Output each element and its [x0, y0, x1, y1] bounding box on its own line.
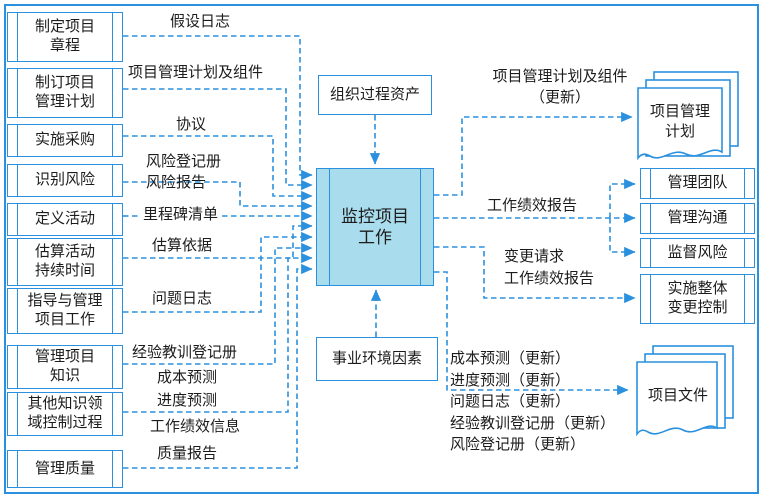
process-develop-pm-plan: 制订项目 管理计划 [7, 68, 123, 118]
label-work-performance-reports-2: 工作绩效报告 [504, 270, 595, 287]
process-direct-manage-work: 指导与管理 项目工作 [7, 288, 123, 334]
process-manage-knowledge: 管理项目 知识 [7, 345, 123, 389]
flow-plan-update [434, 111, 633, 196]
label-pm-plan-document: 项目管理 计划 [649, 103, 710, 140]
document-updates-list: 成本预测（更新） 进度预测（更新） 问题日志（更新） 经验教训登记册（更新） 风… [450, 348, 615, 456]
process-integrated-change-control: 实施整体 变更控制 [640, 274, 755, 324]
flow-change-requests [434, 246, 636, 304]
flow-lessons-learned [123, 242, 313, 365]
label-risk-report: 风险报告 [146, 174, 207, 191]
flow-issue-log [123, 231, 313, 313]
process-conduct-procurements: 实施采购 [7, 124, 123, 157]
process-other-control-processes: 其他知识领 域控制过程 [7, 392, 123, 436]
update-item: 进度预测（更新） [450, 371, 571, 389]
flow-wpr-risk [609, 218, 636, 258]
flow-forecasts-wpi [123, 252, 313, 413]
label-work-performance-reports: 工作绩效报告 [487, 197, 578, 214]
process-manage-quality: 管理质量 [7, 450, 123, 488]
flow-doc-updates [434, 271, 629, 396]
label-pm-plan-components: 项目管理计划及组件 [128, 64, 264, 81]
flow-risk-register-report [123, 181, 313, 212]
process-monitor-project-work: 监控项目 工作 [316, 168, 434, 286]
update-item: 经验教训登记册（更新） [450, 414, 616, 432]
process-estimate-durations: 估算活动 持续时间 [7, 238, 123, 286]
label-milestone-list: 里程碑清单 [140, 204, 222, 225]
output-flows [434, 111, 636, 396]
update-item: 成本预测（更新） [450, 350, 571, 367]
label-pm-plan-components-update: 项目管理计划及组件 （更新） [492, 68, 628, 106]
label-assumption-log: 假设日志 [170, 13, 231, 30]
process-manage-team: 管理团队 [640, 168, 755, 199]
process-define-activities: 定义活动 [7, 203, 123, 236]
input-opa-box: 组织过程资产 [318, 75, 432, 115]
flow-agreements [123, 135, 313, 202]
label-basis-of-estimates: 估算依据 [152, 237, 213, 254]
pm-plan-document-icon [637, 71, 739, 161]
update-item: 问题日志（更新） [450, 393, 571, 410]
flow-wpr-team [609, 178, 636, 218]
label-agreements: 协议 [176, 116, 207, 133]
flow-basis-of-estimates [123, 220, 313, 259]
process-monitor-risks: 监督风险 [640, 238, 755, 268]
label-project-documents: 项目文件 [647, 387, 708, 404]
flow-pm-plan-components [123, 88, 313, 191]
input-eef-box: 事业环境因素 [316, 337, 438, 381]
flow-quality-report [123, 263, 313, 469]
label-lessons-learned: 经验教训登记册 [132, 344, 238, 361]
label-change-requests: 变更请求 [504, 248, 565, 265]
process-manage-communications: 管理沟通 [640, 203, 755, 234]
diagram-border [4, 4, 759, 494]
update-item: 风险登记册（更新） [450, 436, 586, 453]
process-identify-risks: 识别风险 [7, 164, 123, 197]
label-risk-register: 风险登记册 [146, 153, 222, 170]
label-quality-report: 质量报告 [157, 445, 218, 462]
label-work-performance-info: 工作绩效信息 [150, 418, 241, 435]
project-documents-icon [636, 345, 734, 437]
label-cost-forecasts: 成本预测 [157, 369, 218, 386]
process-develop-charter: 制定项目 章程 [7, 12, 123, 62]
flow-assumption-log [123, 35, 313, 181]
label-schedule-forecasts: 进度预测 [157, 392, 218, 409]
label-issue-log: 问题日志 [152, 290, 213, 307]
